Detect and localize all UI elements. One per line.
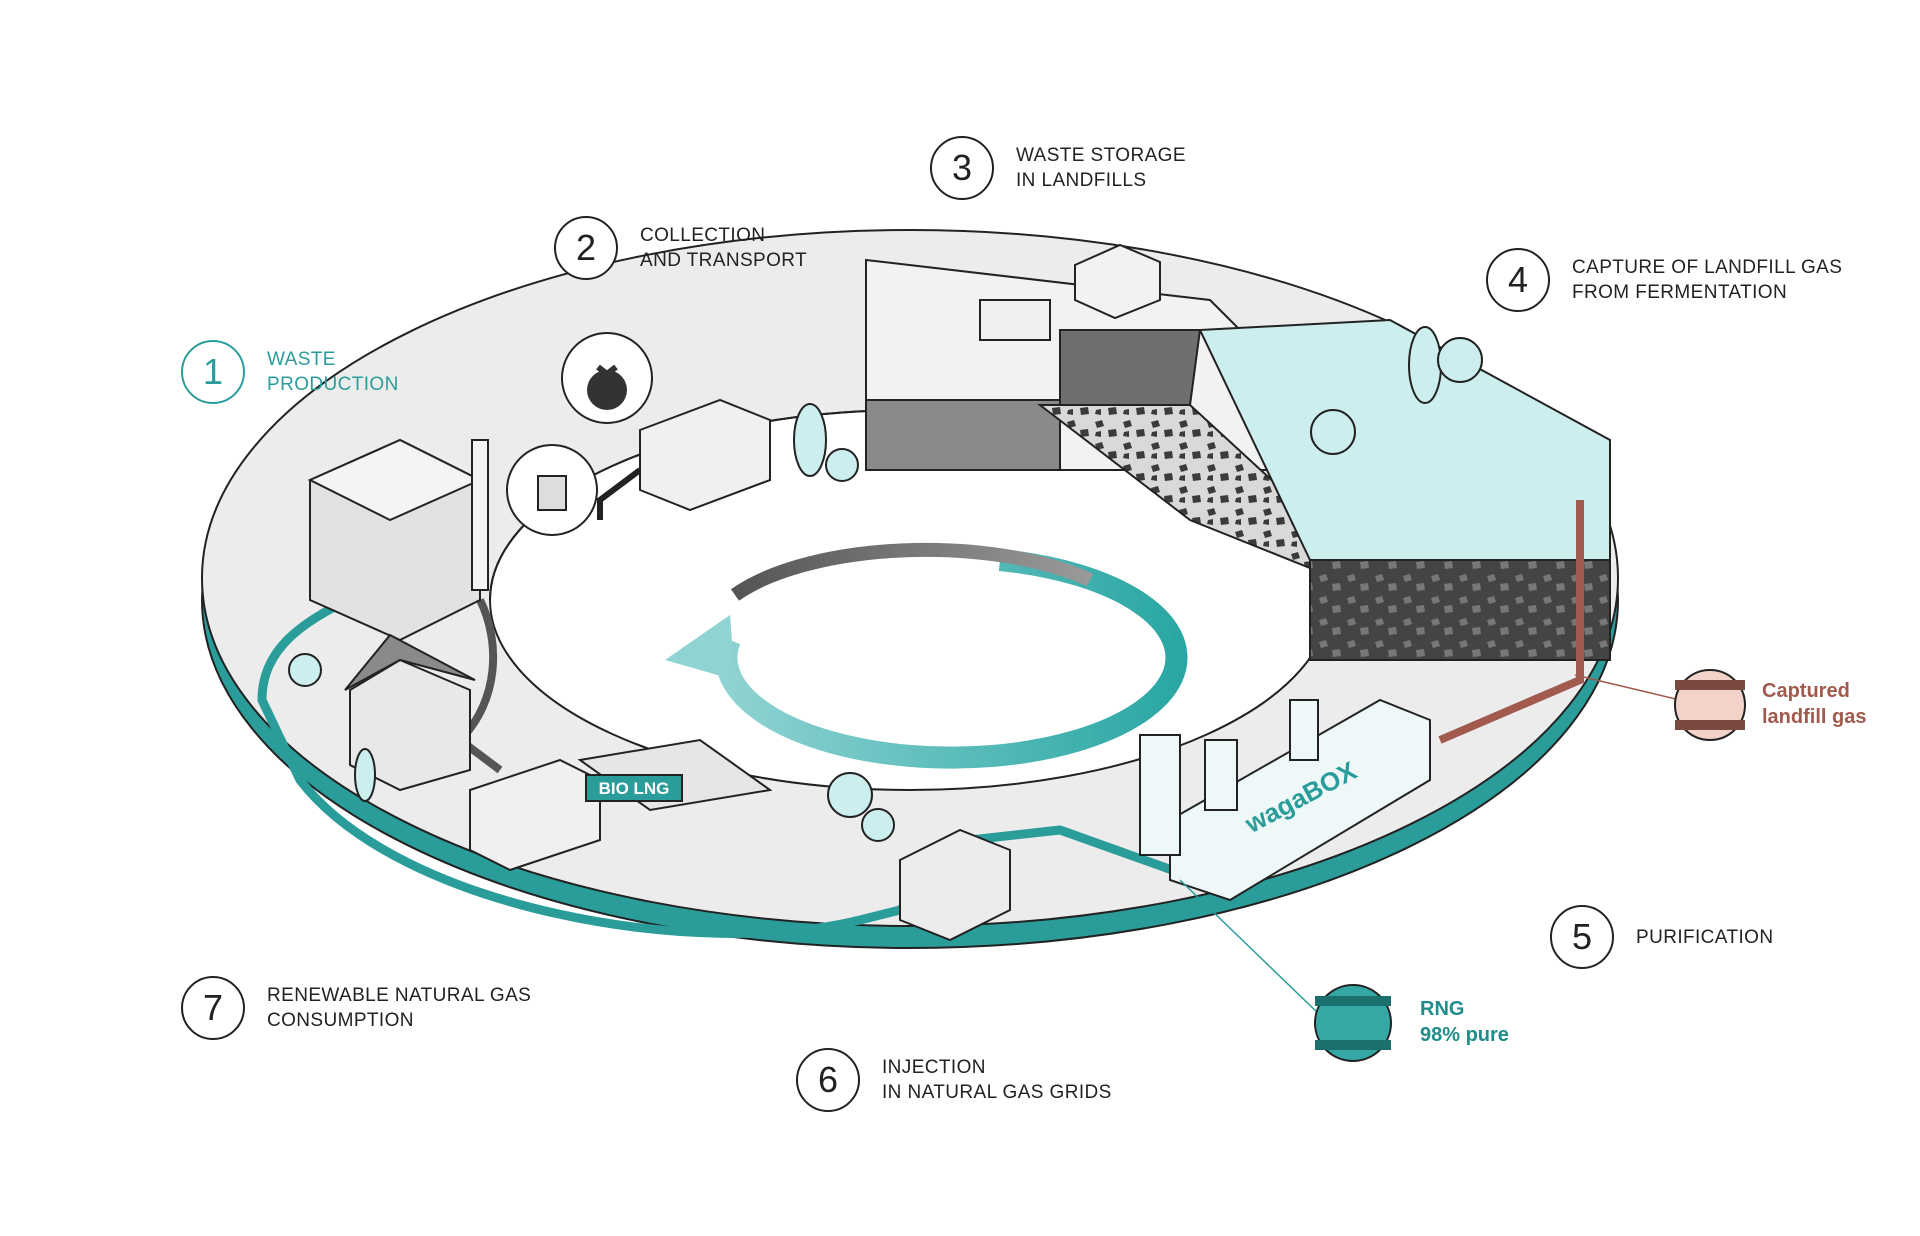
- step-waste-storage: 3 WASTE STORAGE IN LANDFILLS: [930, 136, 1186, 200]
- step-collection-transport: 2 COLLECTION AND TRANSPORT: [554, 216, 807, 280]
- bus-and-station: [469, 738, 773, 872]
- step-injection: 6 INJECTION IN NATURAL GAS GRIDS: [796, 1048, 1112, 1112]
- bulldozer: [979, 299, 1051, 341]
- step-label: COLLECTION AND TRANSPORT: [640, 225, 808, 271]
- step-label: PURIFICATION: [1636, 926, 1774, 948]
- captured-gas-label: Captured landfill gas: [1762, 680, 1867, 728]
- trees: [288, 326, 1483, 842]
- rng-label: RNG 98% pure: [1420, 998, 1509, 1046]
- step-waste-production: 1 WASTE PRODUCTION: [181, 340, 399, 404]
- step-number: 5: [1550, 905, 1614, 969]
- station-sign: BIO LNG: [599, 779, 670, 798]
- step-capture-landfill-gas: 4 CAPTURE OF LANDFILL GAS FROM FERMENTAT…: [1486, 248, 1842, 312]
- factory-building: [307, 438, 489, 642]
- house-building: [344, 633, 476, 792]
- trash-bag-icon: [561, 332, 653, 424]
- step-purification: 5 PURIFICATION: [1550, 905, 1773, 969]
- trash-bin-icon: [506, 444, 598, 536]
- landfill-section: [865, 258, 1611, 661]
- garbage-truck: [639, 398, 771, 512]
- step-number: 1: [181, 340, 245, 404]
- rng-badge: [1179, 879, 1392, 1062]
- captured-gas-badge: [1574, 669, 1746, 741]
- cycle-arrow: [665, 542, 1188, 769]
- step-number: 7: [181, 976, 245, 1040]
- wagabox-unit: [1139, 698, 1431, 902]
- step-label: WASTE STORAGE IN LANDFILLS: [1016, 145, 1186, 191]
- step-number: 2: [554, 216, 618, 280]
- site-cabin: [1074, 243, 1161, 320]
- step-number: 4: [1486, 248, 1550, 312]
- step-label: CAPTURE OF LANDFILL GAS FROM FERMENTATIO…: [1572, 257, 1843, 303]
- step-number: 6: [796, 1048, 860, 1112]
- step-rng-consumption: 7 RENEWABLE NATURAL GAS CONSUMPTION: [181, 976, 531, 1040]
- step-label: RENEWABLE NATURAL GAS CONSUMPTION: [267, 985, 532, 1031]
- step-label: WASTE PRODUCTION: [267, 349, 399, 395]
- injection-station: [899, 828, 1011, 942]
- step-number: 3: [930, 136, 994, 200]
- step-label: INJECTION IN NATURAL GAS GRIDS: [882, 1057, 1112, 1103]
